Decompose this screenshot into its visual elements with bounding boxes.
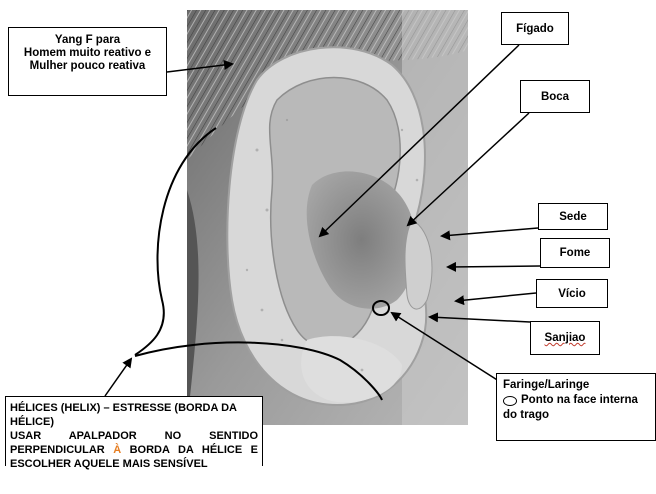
faringe-line-3: do trago: [503, 408, 649, 423]
circle-outline-icon: [503, 396, 517, 406]
helix-arrow: [105, 359, 131, 396]
helix-curve-upper: [135, 128, 216, 355]
helix-line-5: ESCOLHER AQUELE MAIS SENSÍVEL: [10, 457, 258, 471]
helix-curve-lower: [135, 342, 382, 400]
yang-line-2: Homem muito reativo e: [13, 47, 162, 60]
vicio-label: Vício: [558, 287, 585, 301]
faringe-marker-icon: [373, 301, 389, 315]
yang-arrow: [167, 64, 232, 72]
faringe-title: Faringe/Laringe: [503, 378, 649, 393]
fome-label-box: Fome: [540, 238, 610, 268]
faringe-line-2: Ponto na face interna: [521, 393, 638, 408]
sanjiao-arrow: [430, 317, 530, 322]
fome-arrow: [448, 266, 540, 267]
sede-label: Sede: [559, 210, 587, 224]
yang-line-3: Mulher pouco reativa: [13, 60, 162, 73]
vicio-arrow: [456, 293, 536, 301]
helix-line-2: HÉLICE): [10, 415, 258, 429]
vicio-label-box: Vício: [536, 279, 608, 308]
helix-label-box: HÉLICES (HELIX) – ESTRESSE (BORDA DA HÉL…: [5, 396, 263, 466]
yang-label-box: Yang F para Homem muito reativo e Mulher…: [8, 27, 167, 96]
figado-arrow: [320, 45, 519, 236]
faringe-arrow: [392, 313, 513, 390]
helix-line-4: PERPENDICULAR À BORDA DA HÉLICE E: [10, 443, 258, 457]
faringe-label-box: Faringe/Laringe Ponto na face interna do…: [496, 373, 656, 441]
sede-label-box: Sede: [538, 203, 608, 230]
sanjiao-label: Sanjiao: [545, 331, 586, 345]
helix-line-4-pre: PERPENDICULAR: [10, 444, 113, 456]
figado-label-box: Fígado: [501, 12, 569, 45]
boca-arrow: [408, 113, 529, 225]
sede-arrow: [442, 228, 538, 236]
sanjiao-label-box: Sanjiao: [530, 321, 600, 355]
helix-line-3: USAR APALPADOR NO SENTIDO: [10, 429, 258, 443]
boca-label: Boca: [541, 90, 569, 104]
yang-line-1: Yang F para: [13, 34, 162, 47]
fome-label: Fome: [560, 246, 591, 260]
faringe-line-2-row: Ponto na face interna: [503, 393, 649, 408]
boca-label-box: Boca: [520, 80, 590, 113]
helix-line-1: HÉLICES (HELIX) – ESTRESSE (BORDA DA: [10, 401, 258, 415]
figado-label: Fígado: [516, 22, 554, 36]
helix-line-4-post: BORDA DA HÉLICE E: [121, 444, 258, 456]
helix-line-4-accent: À: [113, 444, 121, 456]
